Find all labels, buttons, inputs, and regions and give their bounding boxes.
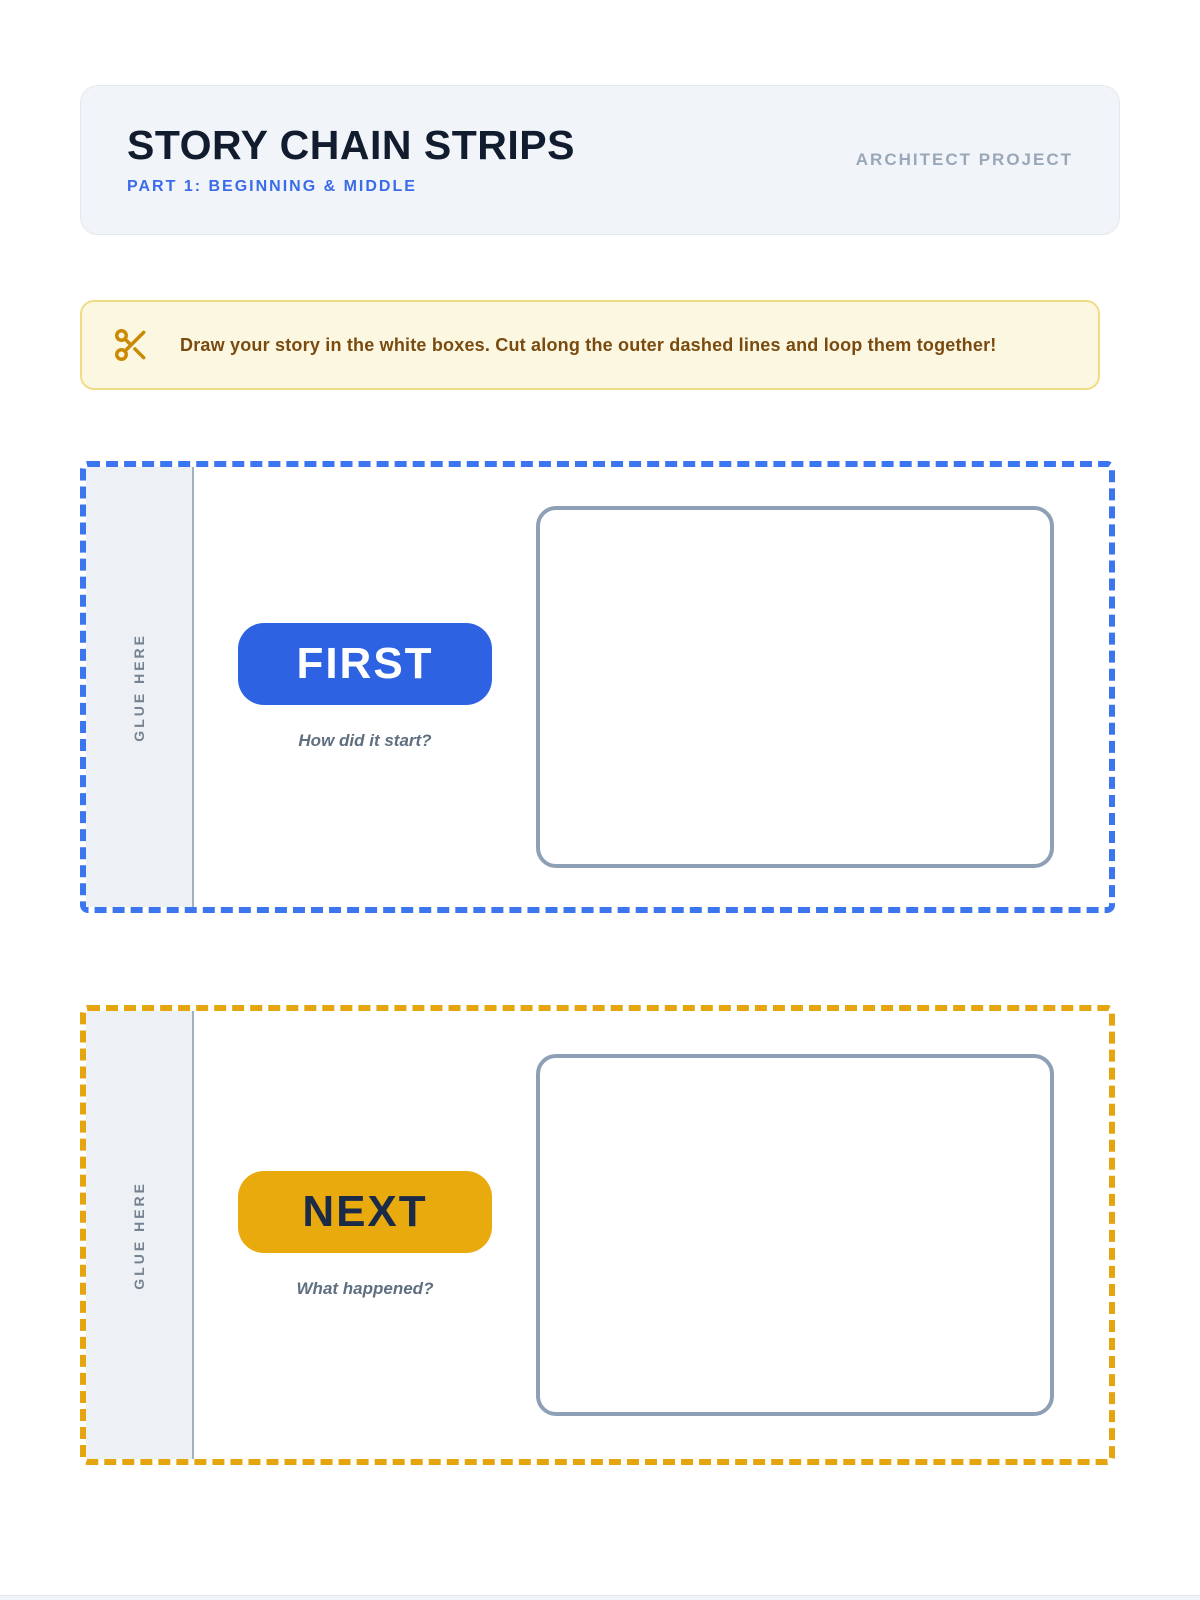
glue-here-label: GLUE HERE <box>131 1180 147 1290</box>
story-strip-next: GLUE HERE NEXT What happened? <box>80 1005 1115 1465</box>
instruction-text: Draw your story in the white boxes. Cut … <box>180 334 997 355</box>
glue-area: GLUE HERE <box>86 1011 194 1459</box>
page-subtitle: PART 1: BEGINNING & MIDDLE <box>127 177 417 195</box>
strip-content: FIRST How did it start? <box>194 467 1109 907</box>
badge-column: NEXT What happened? <box>194 1171 536 1299</box>
badge-column: FIRST How did it start? <box>194 623 536 751</box>
next-section-edge <box>0 1595 1200 1600</box>
title-block: STORY CHAIN STRIPS PART 1: BEGINNING & M… <box>127 124 575 195</box>
project-label: ARCHITECT PROJECT <box>855 150 1073 169</box>
glue-here-label: GLUE HERE <box>131 632 147 742</box>
first-badge: FIRST <box>238 623 492 705</box>
next-badge: NEXT <box>238 1171 492 1253</box>
story-strip-first: GLUE HERE FIRST How did it start? <box>80 461 1115 913</box>
next-drawing-box[interactable] <box>536 1054 1054 1416</box>
instruction-banner: Draw your story in the white boxes. Cut … <box>80 300 1100 390</box>
glue-area: GLUE HERE <box>86 467 194 907</box>
first-drawing-box[interactable] <box>536 506 1054 868</box>
first-caption: How did it start? <box>298 731 432 750</box>
page-title: STORY CHAIN STRIPS <box>127 122 575 169</box>
scissors-icon <box>112 326 150 364</box>
strip-content: NEXT What happened? <box>194 1011 1109 1459</box>
next-caption: What happened? <box>296 1279 434 1298</box>
header-card: STORY CHAIN STRIPS PART 1: BEGINNING & M… <box>80 85 1120 235</box>
